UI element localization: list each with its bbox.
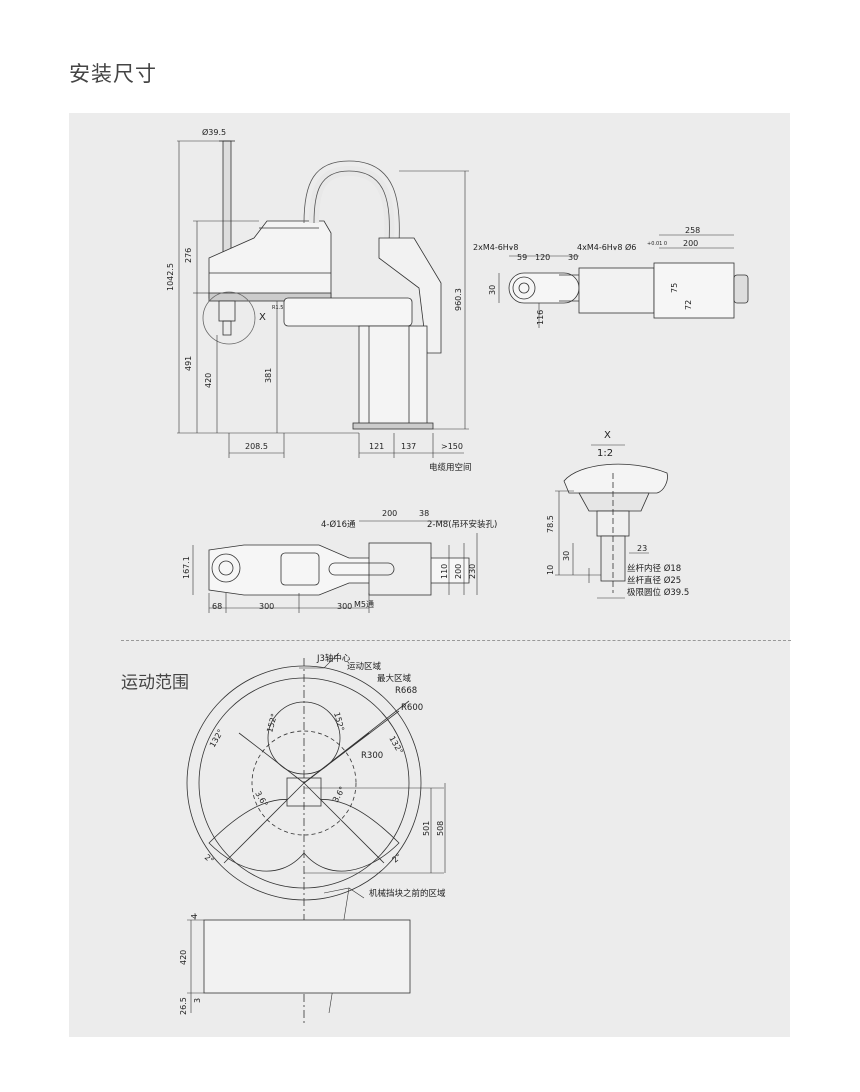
m5-label: M5通 <box>354 599 374 609</box>
x-marker: X <box>259 312 266 323</box>
top-view-right <box>498 234 749 328</box>
angle-36-left: 3.6° <box>253 790 269 809</box>
r668: R668 <box>395 686 417 696</box>
arm-link-top <box>578 267 655 314</box>
d72: 72 <box>684 300 693 310</box>
dim-shaft-dia: Ø39.5 <box>202 127 226 137</box>
r600: R600 <box>401 703 423 713</box>
m8-label: 2-M8(吊环安装孔) <box>427 519 497 530</box>
dim-1042: 1042.5 <box>166 263 175 291</box>
r300: R300 <box>361 751 383 761</box>
detail-x-circle <box>202 291 256 345</box>
arm2-top <box>508 272 580 304</box>
d30-vertical: 30 <box>488 285 497 295</box>
motion-range-title: 运动范围 <box>121 673 189 693</box>
base-bottom-rect <box>203 919 411 994</box>
dim-960: 960.3 <box>454 288 463 311</box>
d10: 10 <box>546 565 555 575</box>
m4-left: 2xM4-6H⩛8 <box>473 243 518 252</box>
inner-dia: 丝杆内径 Ø18 <box>627 563 681 574</box>
m4-right: 4xM4-6H⩛8 Ø6 <box>577 242 636 252</box>
base-d200v: 200 <box>454 564 463 579</box>
base-top-view <box>192 520 478 613</box>
d200: 200 <box>683 239 698 248</box>
detail-x-title: X <box>604 430 611 441</box>
detail-x-view <box>555 463 668 599</box>
arm2-bottom-plate <box>208 292 332 302</box>
arm1-body <box>283 297 413 327</box>
tolerance: +0.01 0 <box>647 241 667 247</box>
d75: 75 <box>670 283 679 293</box>
angle-152-right: 152° <box>332 711 346 732</box>
d78-5: 78.5 <box>546 515 555 533</box>
technical-drawing: Ø39.5 1042.5 276 491 420 381 960.3 208.5… <box>166 127 749 1023</box>
section-divider <box>121 640 791 641</box>
angle-2-left: 2° <box>203 853 216 866</box>
dim-381: 381 <box>264 368 273 383</box>
base-plate <box>352 422 434 430</box>
base-d300a: 300 <box>259 602 274 611</box>
side-view <box>177 140 469 458</box>
base-d68: 68 <box>212 602 222 611</box>
dim-2085: 208.5 <box>245 442 268 451</box>
detail-x-scale: 1:2 <box>597 448 613 459</box>
d120: 120 <box>535 253 550 262</box>
end-effector <box>218 300 236 322</box>
motion-d420: 420 <box>179 950 188 965</box>
d501: 501 <box>422 821 431 836</box>
r300-circle <box>251 730 357 836</box>
motion-d26-5: 26.5 <box>179 997 188 1015</box>
dim-276: 276 <box>184 248 193 263</box>
motion-d3: 3 <box>193 998 202 1003</box>
angle-2-right: 2° <box>391 852 404 865</box>
base-d38: 38 <box>419 509 429 518</box>
d116: 116 <box>536 310 545 325</box>
dim-491: 491 <box>184 356 193 371</box>
holes-label: 4-Ø16通 <box>321 519 356 530</box>
motion-range-view <box>186 652 446 1023</box>
motion-area-label: 运动区域 <box>347 661 382 672</box>
j3-center: J3轴中心 <box>316 653 351 664</box>
d23: 23 <box>637 544 647 553</box>
d59: 59 <box>517 253 527 262</box>
base-d200: 200 <box>382 509 397 518</box>
angle-132-left: 132° <box>208 728 225 749</box>
d258: 258 <box>685 226 700 235</box>
max-area-label: 最大区域 <box>377 673 412 684</box>
base-d110: 110 <box>440 564 449 579</box>
base-d167: 167.1 <box>182 556 191 579</box>
angle-152-left: 152° <box>265 713 279 734</box>
base-d230: 230 <box>468 564 477 579</box>
dim-420: 420 <box>204 373 213 388</box>
dim-150: >150 <box>441 442 463 451</box>
base-d300b: 300 <box>337 602 352 611</box>
d508: 508 <box>436 821 445 836</box>
page-title: 安装尺寸 <box>69 62 157 86</box>
r-small: R1.5 <box>272 305 283 311</box>
base-column <box>358 325 428 427</box>
outer-dia: 丝杆直径 Ø25 <box>627 575 681 586</box>
motion-d4: 4 <box>190 914 199 919</box>
base-top <box>653 262 735 319</box>
dim-137: 137 <box>401 442 416 451</box>
flange-dia: 极限圆位 Ø39.5 <box>627 587 689 598</box>
dim-121: 121 <box>369 442 384 451</box>
angle-132-right: 132° <box>387 735 404 756</box>
d30: 30 <box>568 253 578 262</box>
drawing-panel: 运动范围 <box>69 113 791 1037</box>
stop-area-label: 机械挡块之前的区域 <box>369 888 446 899</box>
cable-space-label: 电缆用空间 <box>429 462 472 473</box>
d30-detail: 30 <box>562 551 571 561</box>
cable-duct <box>378 237 442 354</box>
